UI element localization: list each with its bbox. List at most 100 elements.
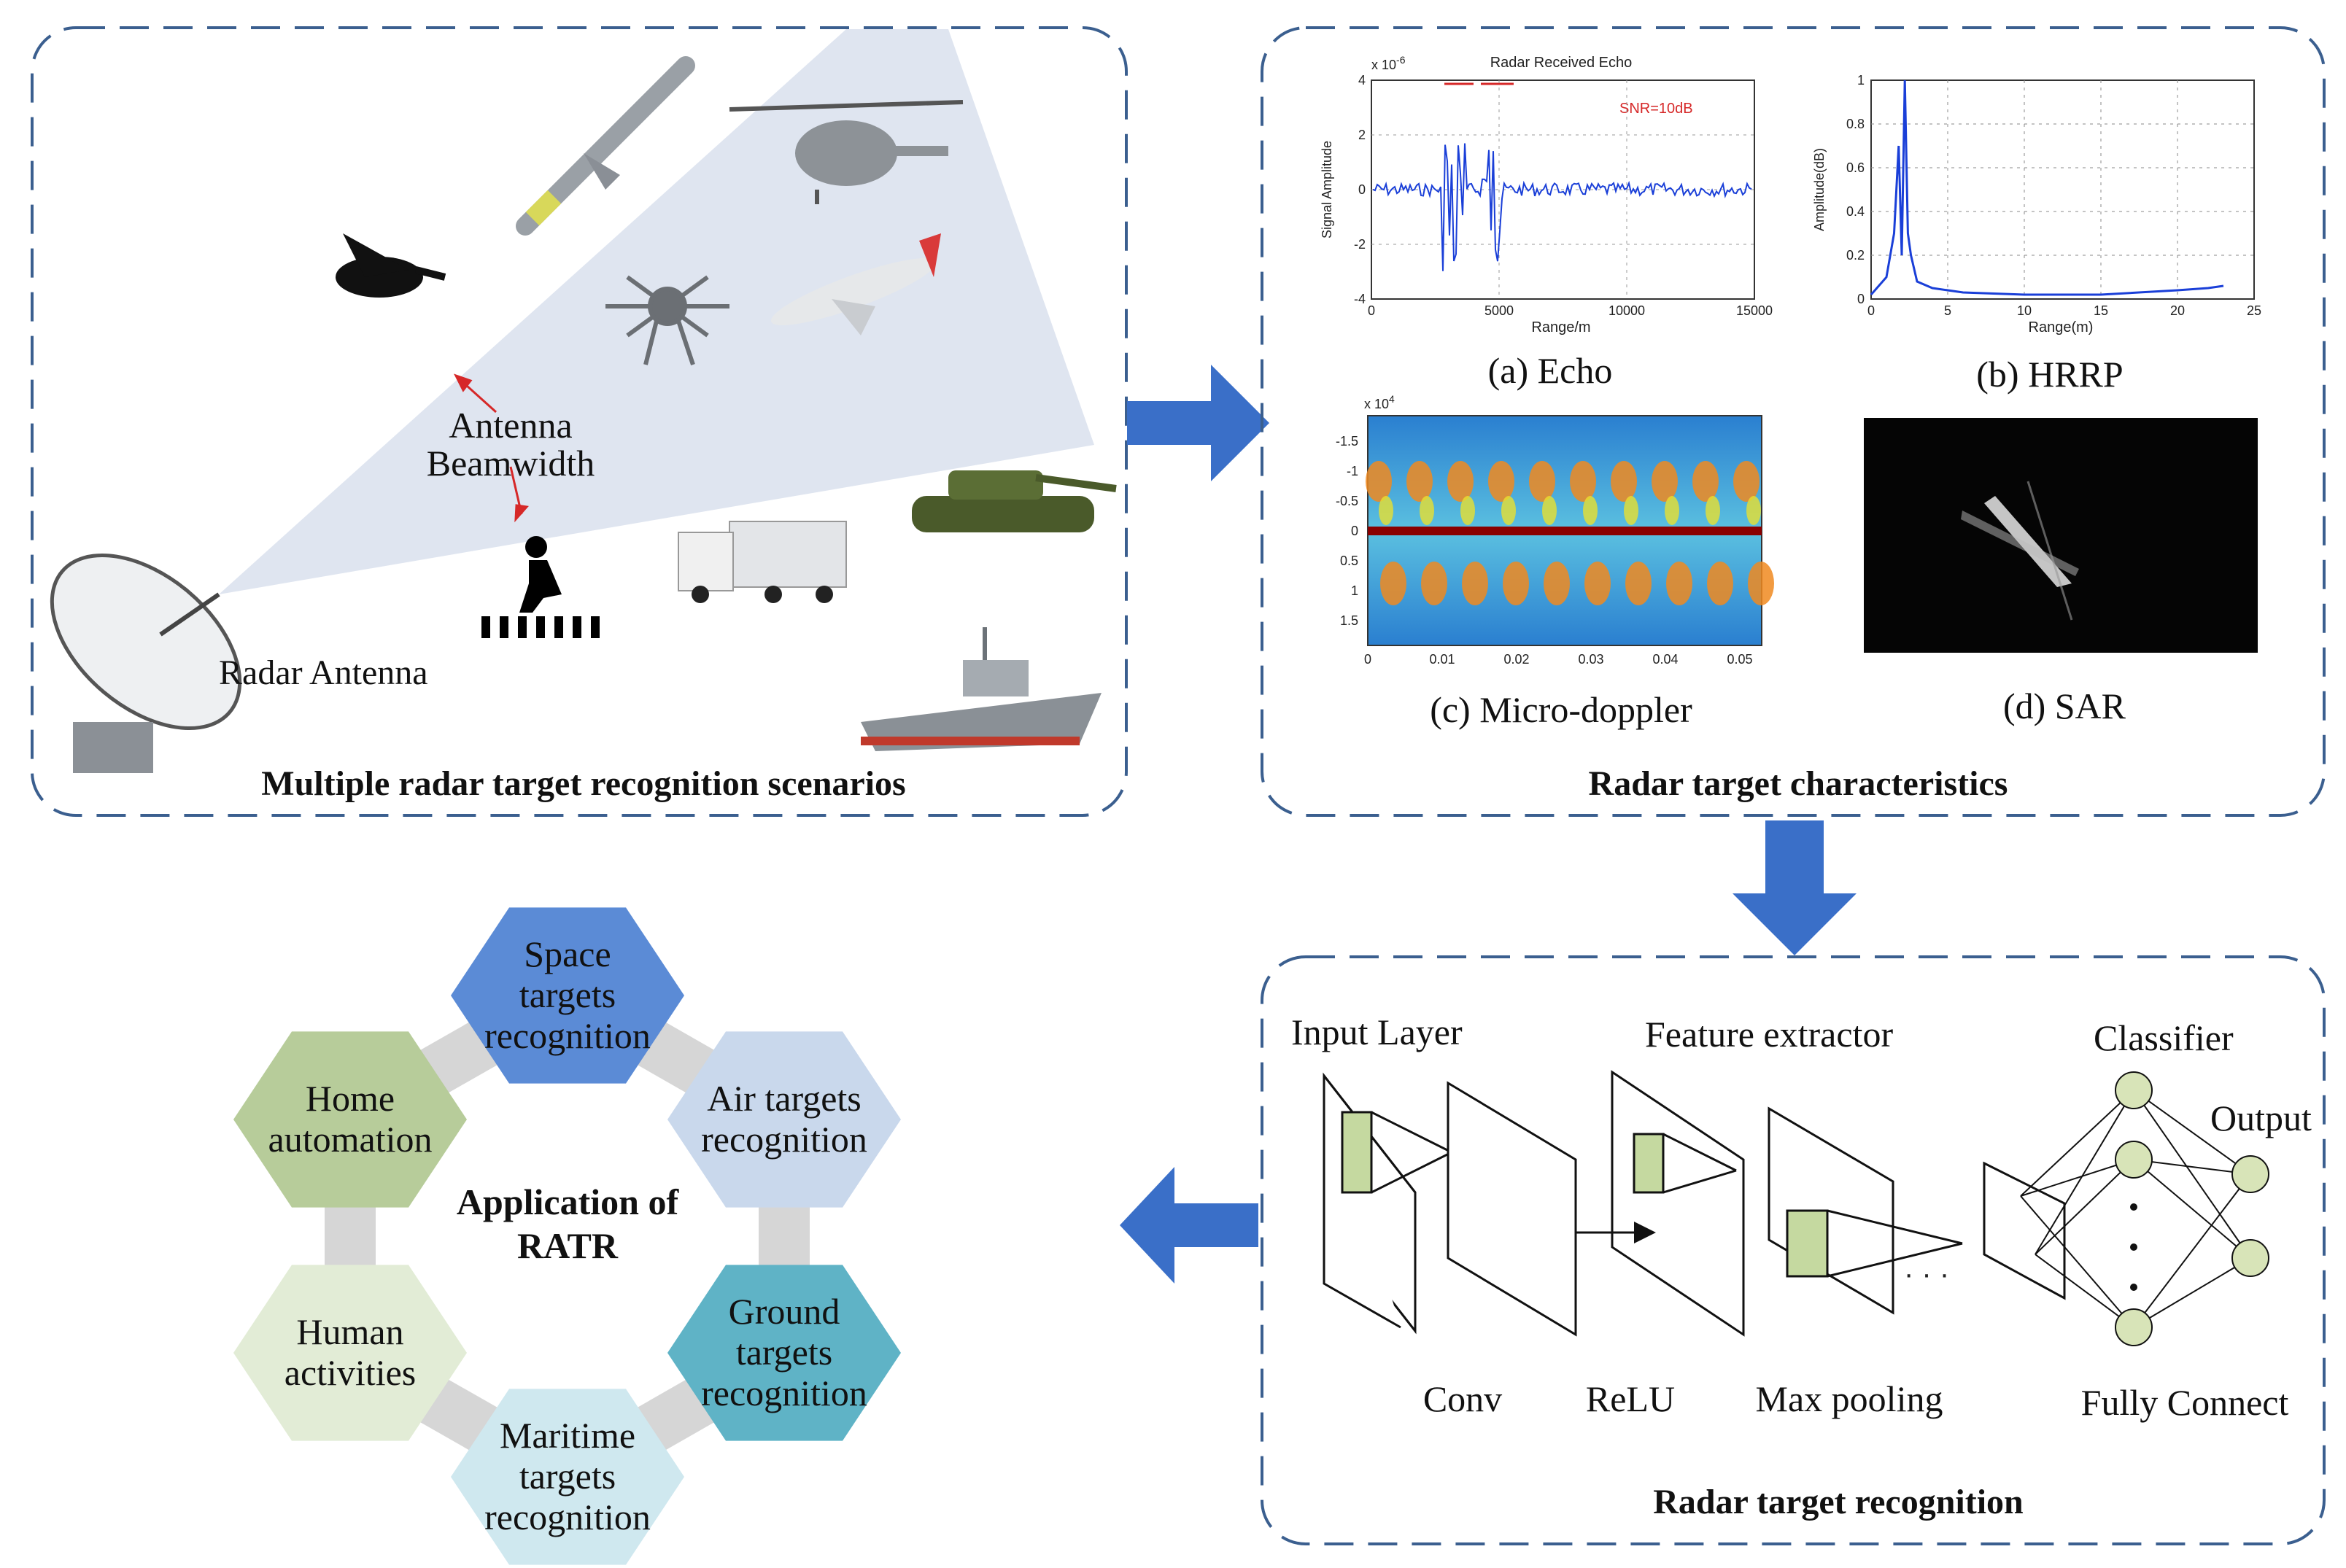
md-xtick: 0.02 xyxy=(1503,652,1529,667)
echo-xtick: 5000 xyxy=(1484,303,1514,318)
output-label: Output xyxy=(2210,1098,2312,1138)
md-xtick: 0 xyxy=(1364,652,1371,667)
radar-antenna-icon xyxy=(50,553,242,773)
conv-label: Conv xyxy=(1423,1378,1502,1419)
hex-ground-label: recognition xyxy=(701,1373,867,1413)
md-xtick: 0.03 xyxy=(1578,652,1603,667)
echo-xtick: 10000 xyxy=(1608,303,1645,318)
fc-node xyxy=(2115,1071,2153,1109)
hex-home-label: automation xyxy=(268,1119,433,1160)
md-ytick: 0.5 xyxy=(1340,554,1358,568)
hrrp-xtick: 0 xyxy=(1867,303,1875,318)
hex-ground-label: Ground xyxy=(729,1291,840,1332)
characteristics-caption: Radar target characteristics xyxy=(1589,764,2008,803)
hrrp-ytick: 0.2 xyxy=(1846,248,1865,263)
sar-caption: (d) SAR xyxy=(2003,686,2126,726)
hrrp-profile-line xyxy=(1870,79,2224,296)
hex-ground-label: targets xyxy=(736,1332,832,1373)
hex-space-label: recognition xyxy=(484,1015,651,1056)
helicopter-icon xyxy=(729,100,964,204)
max-pooling-label: Max pooling xyxy=(1756,1378,1943,1419)
hex-human-label: activities xyxy=(284,1352,417,1393)
cnn-layers xyxy=(1323,1070,2066,1337)
pedestrian-crossing-icon xyxy=(481,536,600,638)
hex-home-label: Home xyxy=(306,1078,395,1119)
hrrp-ytick: 0 xyxy=(1857,292,1865,306)
hrrp-ytick: 1 xyxy=(1857,73,1865,88)
hrrp-ytick: 0.8 xyxy=(1846,117,1865,131)
md-xtick: 0.01 xyxy=(1429,652,1455,667)
echo-ytick: -4 xyxy=(1354,292,1366,306)
recognition-panel: Input Layer Feature extractor Classifier… xyxy=(1261,955,2326,1545)
hex-maritime-label: targets xyxy=(519,1456,616,1497)
beam-label-line1: Antenna xyxy=(449,405,572,446)
fc-node xyxy=(2231,1239,2269,1277)
ship-icon xyxy=(861,627,1102,751)
classifier-label: Classifier xyxy=(2094,1017,2234,1058)
relu-label: ReLU xyxy=(1586,1378,1675,1419)
fc-node xyxy=(2231,1155,2269,1193)
hex-space-label: targets xyxy=(519,974,616,1015)
ellipsis: · · · xyxy=(1904,1258,1949,1290)
scenarios-caption: Multiple radar target recognition scenar… xyxy=(261,764,905,803)
echo-ytick: 2 xyxy=(1358,128,1366,142)
fc-node xyxy=(2115,1308,2153,1346)
echo-chart: Radar Received Echo x 10-6 SNR=10dB Sign… xyxy=(1320,54,1773,335)
applications-center-line2: RATR xyxy=(517,1225,619,1266)
fc-node xyxy=(2115,1141,2153,1179)
hrrp-xtick: 25 xyxy=(2247,303,2261,318)
echo-xlabel: Range/m xyxy=(1531,319,1590,335)
echo-caption: (a) Echo xyxy=(1488,350,1613,391)
hex-air-label: Air targets xyxy=(707,1078,862,1119)
echo-ytick: -2 xyxy=(1354,237,1366,252)
hrrp-xtick: 20 xyxy=(2170,303,2185,318)
arrow-right xyxy=(1127,365,1269,481)
md-ytick: -1.5 xyxy=(1336,434,1358,449)
radar-antenna-label: Radar Antenna xyxy=(219,653,428,692)
beam-label-line2: Beamwidth xyxy=(427,443,595,484)
fully-connect-label: Fully Connect xyxy=(2081,1382,2289,1423)
md-ytick: -1 xyxy=(1347,464,1358,478)
hex-air-label: recognition xyxy=(701,1119,867,1160)
echo-ytick: 0 xyxy=(1358,182,1366,197)
beamwidth-arrows xyxy=(454,373,529,523)
md-ytick: 1.5 xyxy=(1340,613,1358,628)
md-ytick: 1 xyxy=(1351,583,1358,598)
goose-icon xyxy=(336,233,446,298)
missile-icon xyxy=(516,56,695,236)
echo-exponent: x 10-6 xyxy=(1371,54,1406,72)
recognition-caption: Radar target recognition xyxy=(1653,1483,2023,1521)
arrow-left xyxy=(1120,1167,1258,1284)
hex-maritime-label: Maritime xyxy=(500,1415,635,1456)
hrrp-xtick: 15 xyxy=(2094,303,2108,318)
echo-ylabel: Signal Amplitude xyxy=(1320,141,1334,238)
micro-doppler-caption: (c) Micro-doppler xyxy=(1430,689,1692,730)
hrrp-ytick: 0.6 xyxy=(1846,160,1865,175)
echo-ytick: 4 xyxy=(1358,73,1366,88)
tank-icon xyxy=(912,470,1117,532)
feature-extractor-label: Feature extractor xyxy=(1645,1014,1893,1055)
echo-xtick: 0 xyxy=(1368,303,1375,318)
hex-space-label: Space xyxy=(524,934,611,974)
hrrp-xtick: 10 xyxy=(2017,303,2032,318)
hrrp-xtick: 5 xyxy=(1944,303,1951,318)
md-xtick: 0.04 xyxy=(1652,652,1678,667)
echo-snr: SNR=10dB xyxy=(1619,101,1693,117)
arrow-down xyxy=(1733,820,1857,955)
echo-signal-line xyxy=(1372,143,1752,271)
hex-human-label: Human xyxy=(296,1311,403,1352)
md-ytick: 0 xyxy=(1351,524,1358,538)
hrrp-ytick: 0.4 xyxy=(1846,204,1865,219)
md-exponent: x 104 xyxy=(1364,393,1395,411)
fully-connected-net xyxy=(2020,1071,2269,1346)
